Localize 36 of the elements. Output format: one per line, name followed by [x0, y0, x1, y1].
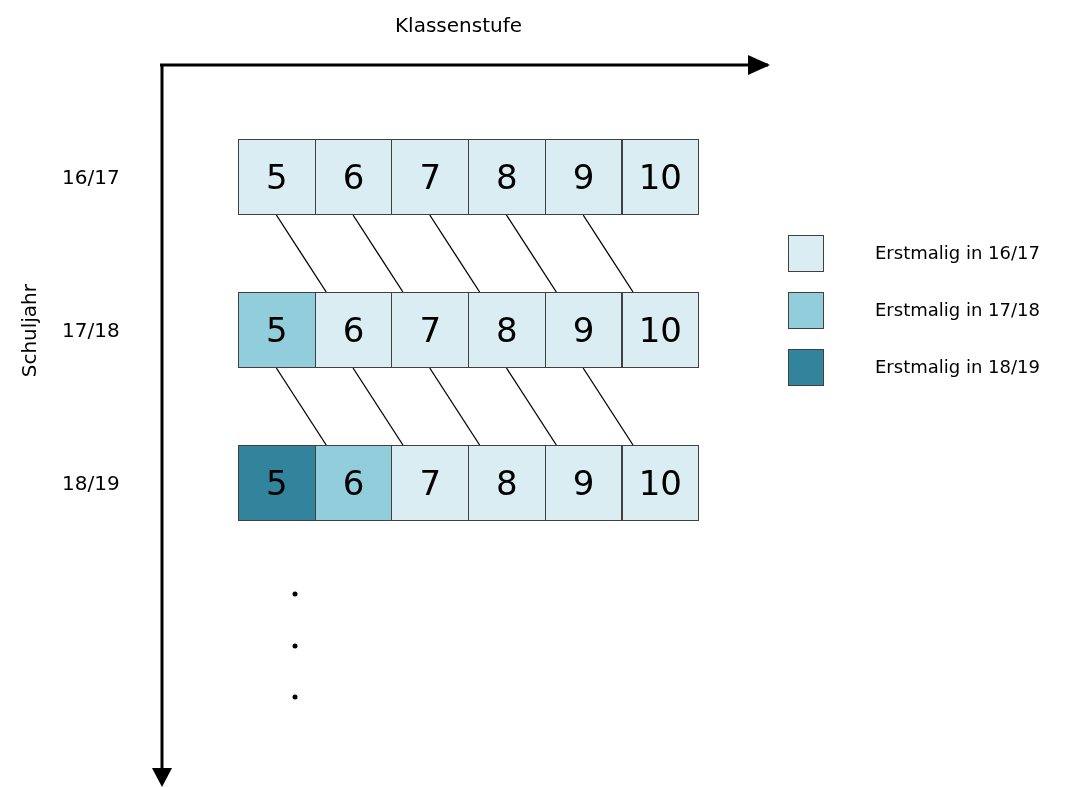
grade-cell: 9 [544, 445, 623, 521]
row-label: 18/19 [62, 471, 120, 495]
connector-line [505, 214, 557, 293]
grade-cell: 10 [621, 292, 700, 368]
grade-cell: 10 [621, 445, 700, 521]
row-label: 16/17 [62, 165, 120, 189]
grade-cell: 6 [314, 139, 393, 215]
grade-cell: 9 [544, 139, 623, 215]
grade-cell: 7 [391, 139, 470, 215]
axis-label: Schuljahr [17, 283, 41, 377]
connector-line [429, 214, 481, 293]
grade-cell: 10 [621, 139, 700, 215]
grade-cell: 6 [314, 292, 393, 368]
grade-cell: 5 [238, 139, 316, 215]
grade-cell: 8 [468, 139, 546, 215]
legend-text: Erstmalig in 17/18 [875, 299, 1040, 320]
connector-line [429, 367, 481, 446]
connector-line [505, 367, 557, 446]
connector-line [275, 367, 327, 446]
row-label: 17/18 [62, 318, 120, 342]
connector-line [582, 214, 634, 293]
grade-cell: 7 [391, 292, 470, 368]
grade-cell: 6 [314, 445, 393, 521]
grade-cell: 9 [544, 292, 623, 368]
axis-label: Klassenstufe [395, 13, 523, 37]
grade-cell: 5 [238, 445, 316, 521]
legend-text: Erstmalig in 18/19 [875, 356, 1040, 377]
grade-cell: 8 [468, 445, 546, 521]
grade-cell: 5 [238, 292, 316, 368]
connector-line [352, 367, 404, 446]
grade-cell: 7 [391, 445, 470, 521]
connector-line [582, 367, 634, 446]
grade-cell: 8 [468, 292, 546, 368]
connector-line [275, 214, 327, 293]
connector-line [352, 214, 404, 293]
legend-text: Erstmalig in 16/17 [875, 242, 1040, 263]
